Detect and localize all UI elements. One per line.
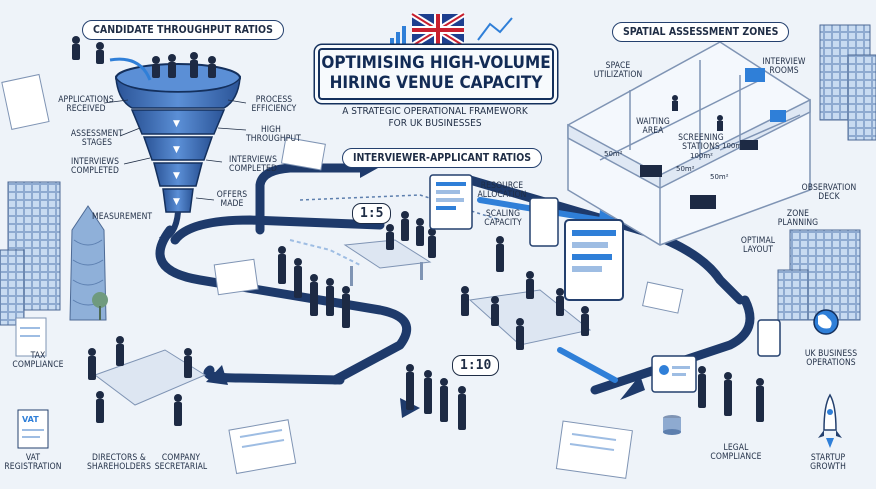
label-process-efficiency: PROCESS EFFICIENCY [251, 95, 297, 114]
ratio-badge-1-10: 1:10 [452, 355, 500, 376]
subtitle: A STRATEGIC OPERATIONAL FRAMEWORK FOR UK… [342, 106, 528, 129]
growth-chart-icon [390, 26, 406, 46]
label-directors-shareholders: DIRECTORS & SHAREHOLDERS [86, 453, 152, 472]
label-company-secretarial: COMPANY SECRETARIAL [154, 453, 208, 472]
floor-furniture [640, 68, 786, 209]
coin-stack-icon [663, 415, 681, 435]
candidates-group [72, 36, 216, 78]
section-candidate-throughput: CANDIDATE THROUGHPUT RATIOS [82, 20, 284, 40]
svg-text:▼: ▼ [173, 171, 180, 181]
label-legal-compliance: LEGAL COMPLIANCE [710, 443, 762, 462]
label-vat-registration: VAT REGISTRATION [4, 453, 62, 472]
area-label: 50m² [676, 165, 695, 173]
city-buildings-right [777, 24, 876, 321]
label-resource-allocation: RESOURCE ALLOCATION [477, 181, 527, 200]
title-panel: OPTIMISING HIGH-VOLUME HIRING VENUE CAPA… [318, 48, 554, 100]
title-line-2: HIRING VENUE CAPACITY [329, 73, 543, 93]
area-label: 50m² [604, 150, 623, 158]
area-label: 50m² [710, 173, 729, 181]
label-scaling-capacity: SCALING CAPACITY [484, 209, 522, 228]
meeting-table-bottom [93, 349, 207, 406]
dashboards [429, 174, 781, 393]
section-interviewer-ratios: INTERVIEWER-APPLICANT RATIOS [342, 148, 543, 168]
svg-text:▼: ▼ [173, 145, 180, 155]
ratio-badge-1-5: 1:5 [352, 203, 392, 224]
label-space-utilization: SPACE UTILIZATION [593, 61, 643, 80]
label-applications-received: APPLICATIONS RECEIVED [58, 95, 114, 114]
label-offers-made: OFFERS MADE [216, 190, 248, 209]
vat-document-icon: VAT [17, 409, 49, 449]
document-lines [20, 327, 617, 451]
globe-icon [813, 309, 839, 335]
title-line-1: OPTIMISING HIGH-VOLUME [321, 53, 551, 73]
label-startup-growth: STARTUP GROWTH [810, 453, 846, 472]
arrow-up-icon [477, 17, 513, 41]
label-optimal-layout: OPTIMAL LAYOUT [740, 236, 776, 255]
area-label: 100m² [690, 152, 713, 160]
area-label: 100m² [722, 142, 745, 150]
funnel-connectors [103, 99, 247, 201]
label-assessment-stages: ASSESSMENT STAGES [70, 129, 124, 148]
label-tax-compliance: TAX COMPLIANCE [12, 351, 64, 370]
label-interviews-completed-right: INTERVIEWS COMPLETED [228, 155, 278, 174]
intake-arrow [109, 57, 152, 81]
label-waiting-area: WAITING AREA [636, 117, 670, 136]
label-measurement: MEASUREMENT [92, 212, 153, 222]
label-interview-rooms: INTERVIEW ROOMS [762, 57, 806, 76]
dashed-path [299, 194, 501, 221]
label-screening-stations: SCREENING STATIONS [678, 133, 724, 152]
label-zone-planning: ZONE PLANNING [777, 209, 819, 228]
label-interviews-completed-left: INTERVIEWS COMPLETED [70, 157, 120, 176]
interview-table-small [343, 239, 432, 286]
dashed-path [289, 239, 361, 266]
svg-text:VAT: VAT [22, 415, 39, 424]
label-uk-business-operations: UK BUSINESS OPERATIONS [804, 349, 858, 368]
people [88, 211, 764, 430]
label-high-throughput: HIGH THROUGHPUT [246, 125, 301, 144]
city-buildings-left [0, 181, 108, 326]
svg-text:▼: ▼ [173, 119, 180, 129]
interview-table-large [468, 289, 592, 346]
uk-flag-icon [410, 11, 466, 49]
label-observation-deck: OBSERVATION DECK [801, 183, 857, 202]
rocket-icon [818, 393, 842, 448]
section-spatial-zones: SPATIAL ASSESSMENT ZONES [612, 22, 790, 42]
svg-text:▼: ▼ [173, 197, 180, 207]
